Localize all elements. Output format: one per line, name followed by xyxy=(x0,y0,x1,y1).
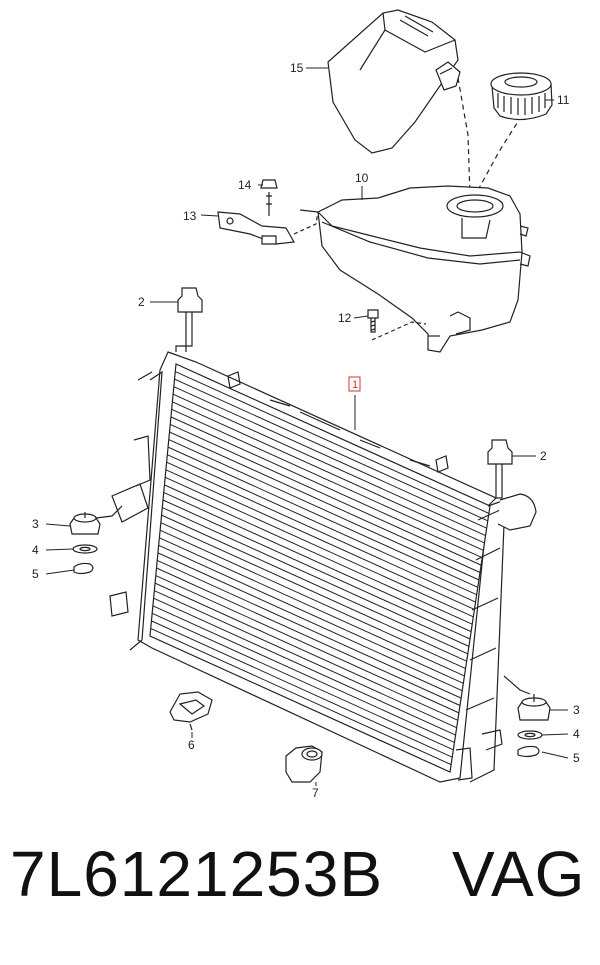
radiator-fin-line xyxy=(167,446,478,588)
assembly-dashed-lines xyxy=(457,77,520,197)
bracket-part xyxy=(217,179,319,245)
callout-2-top: 2 xyxy=(138,295,145,309)
radiator-fin-line xyxy=(167,454,477,596)
radiator-fin-line xyxy=(169,431,481,573)
callout-15: 15 xyxy=(290,61,304,75)
radiator-fin-line xyxy=(159,529,466,670)
radiator-fin-line xyxy=(153,597,456,736)
rubber-mount-right-part xyxy=(503,675,551,758)
radiator-fin-line xyxy=(159,537,465,677)
radiator-fin-line xyxy=(172,401,485,544)
radiator-fin-line xyxy=(154,590,457,729)
expansion-tank-cap-part xyxy=(490,72,553,121)
callout-4-right: 4 xyxy=(573,727,580,741)
callout-14: 14 xyxy=(238,178,252,192)
callout-labels: 15 11 10 14 13 2 12 1 2 3 4 5 3 4 5 6 7 xyxy=(32,61,580,800)
callout-1-box xyxy=(348,376,361,392)
retaining-clip-part xyxy=(169,691,213,731)
radiator-fin-line xyxy=(170,416,483,559)
callout-5-right: 5 xyxy=(573,751,580,765)
part-number: 7L6121253B xyxy=(10,838,384,910)
radiator-fin-line xyxy=(175,371,490,514)
radiator-fin-line xyxy=(173,386,487,529)
radiator-fin-line xyxy=(164,484,473,625)
rubber-mount-left-part xyxy=(69,505,123,575)
radiator-fin-line xyxy=(163,491,472,633)
radiator-part xyxy=(109,345,537,783)
callout-10: 10 xyxy=(355,171,369,185)
drain-plug-part xyxy=(285,745,323,783)
radiator-fin-line xyxy=(161,514,468,655)
radiator-fin-line xyxy=(162,499,471,640)
radiator-fin-line xyxy=(171,408,484,551)
callout-7: 7 xyxy=(312,786,319,800)
callout-13: 13 xyxy=(183,209,197,223)
radiator-fin-line xyxy=(157,552,463,692)
tank-screw-part xyxy=(367,309,427,341)
callout-4-left: 4 xyxy=(32,543,39,557)
radiator-fin-line xyxy=(162,507,470,647)
radiator-fin-line xyxy=(168,439,480,581)
radiator-fin-line xyxy=(165,469,475,610)
radiator-exploded-diagram: 15 11 10 14 13 2 12 1 2 3 4 5 3 4 5 6 7 xyxy=(32,9,580,800)
callout-3-right: 3 xyxy=(573,703,580,717)
brand-name: VAG xyxy=(452,838,586,910)
radiator-fin-line xyxy=(154,582,458,721)
radiator-fin-line xyxy=(174,378,488,522)
radiator-fin-line xyxy=(166,461,476,603)
radiator-fin-line xyxy=(157,559,462,699)
callout-3-left: 3 xyxy=(32,517,39,531)
radiator-fin-line xyxy=(151,620,453,758)
radiator-fin-line xyxy=(156,567,461,706)
callout-12: 12 xyxy=(338,311,352,325)
coolant-bottle-part xyxy=(327,9,461,154)
radiator-fin-line xyxy=(164,476,474,618)
radiator-fin-line xyxy=(155,575,460,714)
radiator-fin-line xyxy=(151,612,454,751)
radiator-fin-line xyxy=(160,522,467,662)
radiator-fin-line xyxy=(172,393,486,537)
expansion-tank-part xyxy=(299,185,531,353)
radiator-fin-line xyxy=(152,605,455,743)
callout-6: 6 xyxy=(188,738,195,752)
radiator-fin-line xyxy=(158,544,464,684)
callout-5-left: 5 xyxy=(32,567,39,581)
callout-leader-lines xyxy=(45,67,569,786)
callout-11: 11 xyxy=(557,93,570,107)
mount-bushing-part xyxy=(177,287,513,499)
callout-2-right: 2 xyxy=(540,449,547,463)
radiator-fin-line xyxy=(170,423,482,566)
callout-1: 1 xyxy=(352,379,358,391)
radiator-fin-line xyxy=(150,627,452,766)
